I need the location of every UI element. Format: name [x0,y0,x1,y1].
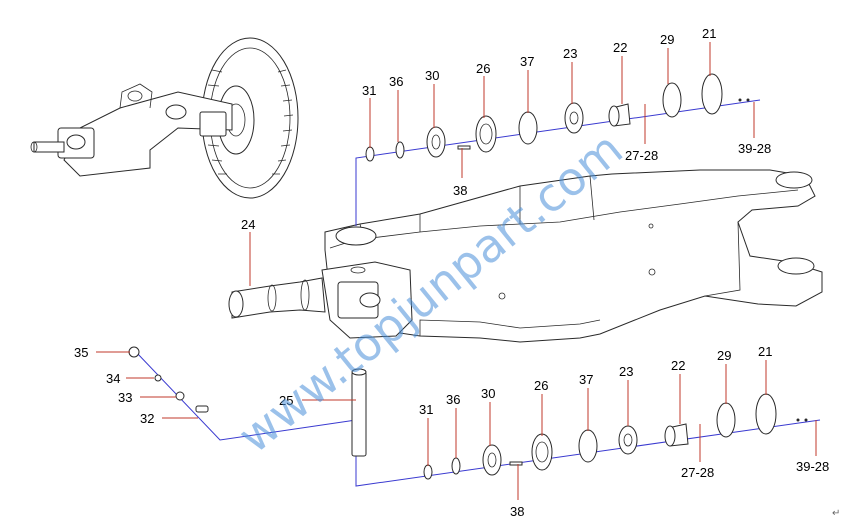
part-label: 24 [241,217,255,232]
corner-mark: ↵ [832,508,840,519]
part-label: 39-28 [738,141,771,156]
part-label: 27-28 [681,465,714,480]
part-label: 37 [520,54,534,69]
part-label: 23 [563,46,577,61]
part-label: 32 [140,411,154,426]
part-label: 27-28 [625,148,658,163]
part-label: 21 [702,26,716,41]
lower-kingpin-parts [128,346,821,487]
part-label: 38 [453,183,467,198]
part-label: 23 [619,364,633,379]
part-label: 35 [74,345,88,360]
part-label: 37 [579,372,593,387]
part-label: 26 [476,61,490,76]
part-label: 25 [279,393,293,408]
axle-overview-illustration [30,37,299,199]
part-labels: 31 36 30 26 37 23 22 29 21 27-28 39-28 3… [74,26,829,519]
part-label: 31 [419,402,433,417]
part-label: 39-28 [796,459,829,474]
part-label: 38 [510,504,524,519]
part-label: 36 [446,392,460,407]
axle-arm [228,169,823,343]
part-label: 21 [758,344,772,359]
part-label: 29 [660,32,674,47]
part-label: 29 [717,348,731,363]
part-label: 26 [534,378,548,393]
part-label: 36 [389,74,403,89]
upper-kingpin-parts [355,73,761,226]
part-label: 31 [362,83,376,98]
part-label: 22 [613,40,627,55]
part-label: 22 [671,358,685,373]
part-label: 30 [481,386,495,401]
part-label: 33 [118,390,132,405]
part-label: 30 [425,68,439,83]
leader-lines [96,42,817,500]
part-label: 34 [106,371,120,386]
